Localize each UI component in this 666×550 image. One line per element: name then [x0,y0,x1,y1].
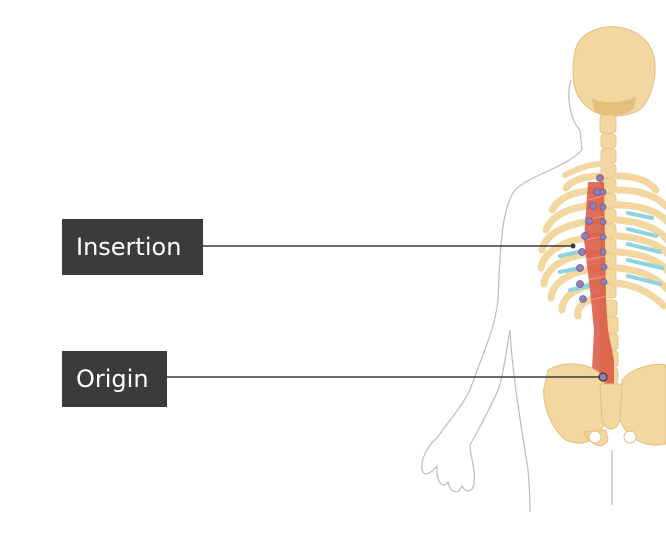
origin-label-text: Origin [76,365,149,393]
origin-point [598,372,608,382]
pelvis [543,363,666,447]
origin-label: Origin [62,351,167,407]
insertion-label: Insertion [62,219,203,275]
shoulder-girdle [562,160,613,178]
skull [572,26,656,117]
insertion-label-text: Insertion [76,233,182,261]
insertion-leader-endpoint [570,243,576,249]
insertion-points [576,174,608,303]
intercostal-muscles [558,211,664,292]
body-outline [421,79,613,513]
